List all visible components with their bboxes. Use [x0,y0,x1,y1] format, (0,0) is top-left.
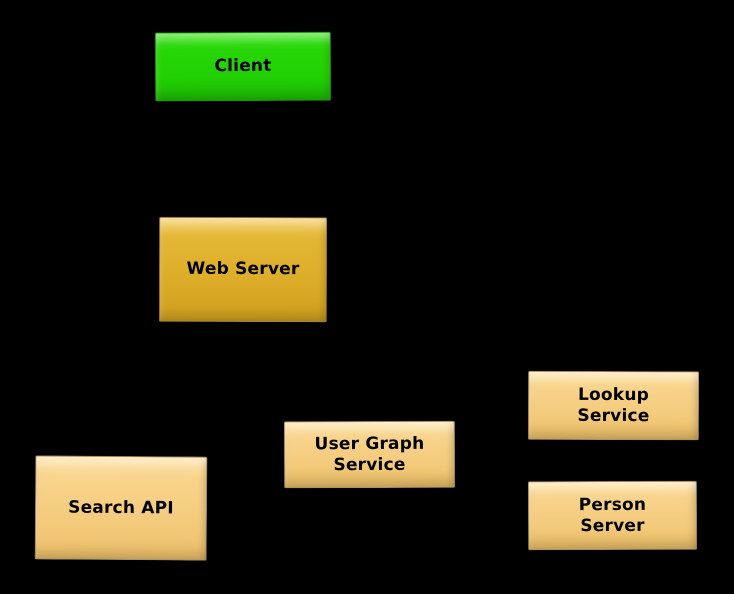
label-line: Person [578,494,647,515]
node-lookup-service-label: Lookup Service [577,384,649,426]
label-line: Service [333,454,406,475]
node-search-api[interactable]: Search API [34,455,208,561]
label-line: Server [580,515,645,536]
node-client[interactable]: Client [154,31,332,102]
node-web-server-label: Web Server [186,258,300,280]
node-person-server-label: Person Server [579,494,647,536]
label-line: User Graph [314,433,425,454]
node-person-server[interactable]: Person Server [527,480,698,551]
node-web-server[interactable]: Web Server [158,216,328,323]
node-search-api-label: Search API [68,497,174,518]
label-line: Lookup [578,384,650,405]
label-line: Service [577,405,650,426]
node-client-label: Client [214,55,272,77]
node-user-graph-service[interactable]: User Graph Service [283,420,456,489]
node-lookup-service[interactable]: Lookup Service [527,370,700,441]
node-user-graph-service-label: User Graph Service [315,433,425,475]
